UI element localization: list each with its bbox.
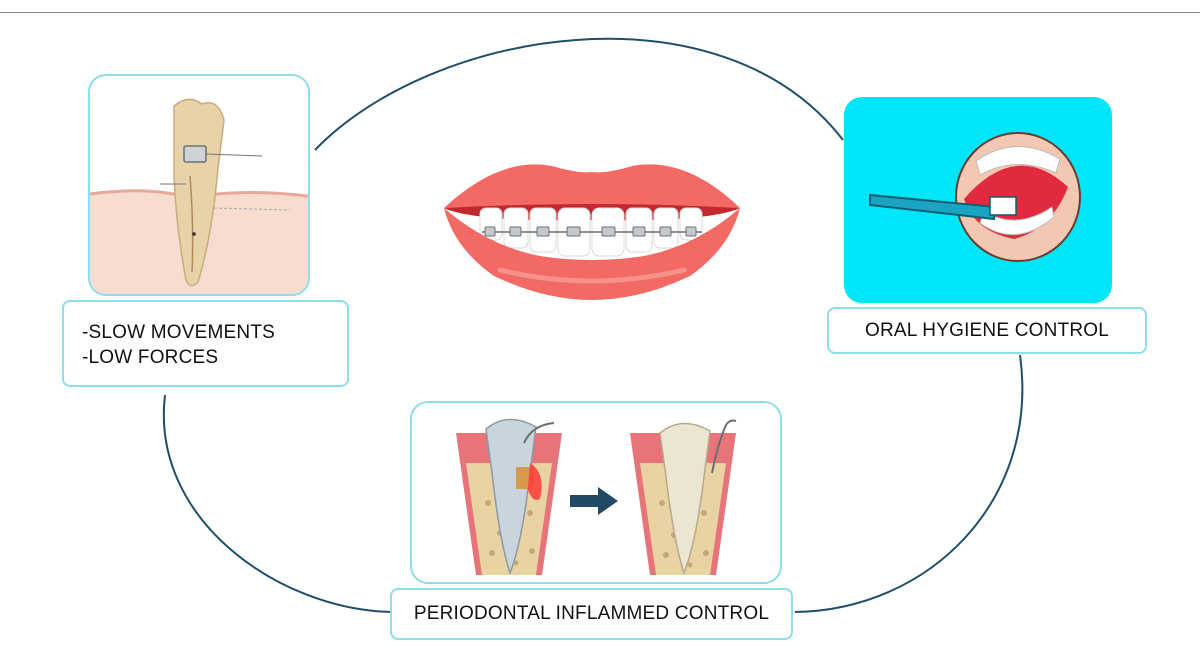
top-rule [0,12,1200,13]
periodontal-illustration [456,418,737,576]
slow-movements-text: -SLOW MOVEMENTS [82,322,276,343]
slow-movements-label-box: -SLOW MOVEMENTS -LOW FORCES [62,300,349,387]
tooth-bracket-icon [90,98,308,294]
periodontal-label-box: PERIODONTAL INFLAMMED CONTROL [390,588,793,640]
inflamed-tooth-icon [456,418,562,576]
oral-hygiene-image-box [844,97,1112,303]
periodontal-image-box [410,401,782,584]
oral-hygiene-label-box: ORAL HYGIENE CONTROL [827,307,1147,354]
cycle-arc-top [314,37,844,151]
lips-braces-icon [444,164,740,300]
periodontal-text: PERIODONTAL INFLAMMED CONTROL [413,603,770,624]
toothbrush-mouth-icon [869,132,1081,262]
tooth-image-box [88,74,310,296]
oral-hygiene-text: ORAL HYGIENE CONTROL [864,319,1109,341]
healthy-tooth-icon [630,419,737,576]
arrow-right-icon [570,487,618,515]
cycle-arc-left [162,394,393,613]
low-forces-text: -LOW FORCES [82,347,219,368]
cycle-arc-right [794,354,1024,613]
